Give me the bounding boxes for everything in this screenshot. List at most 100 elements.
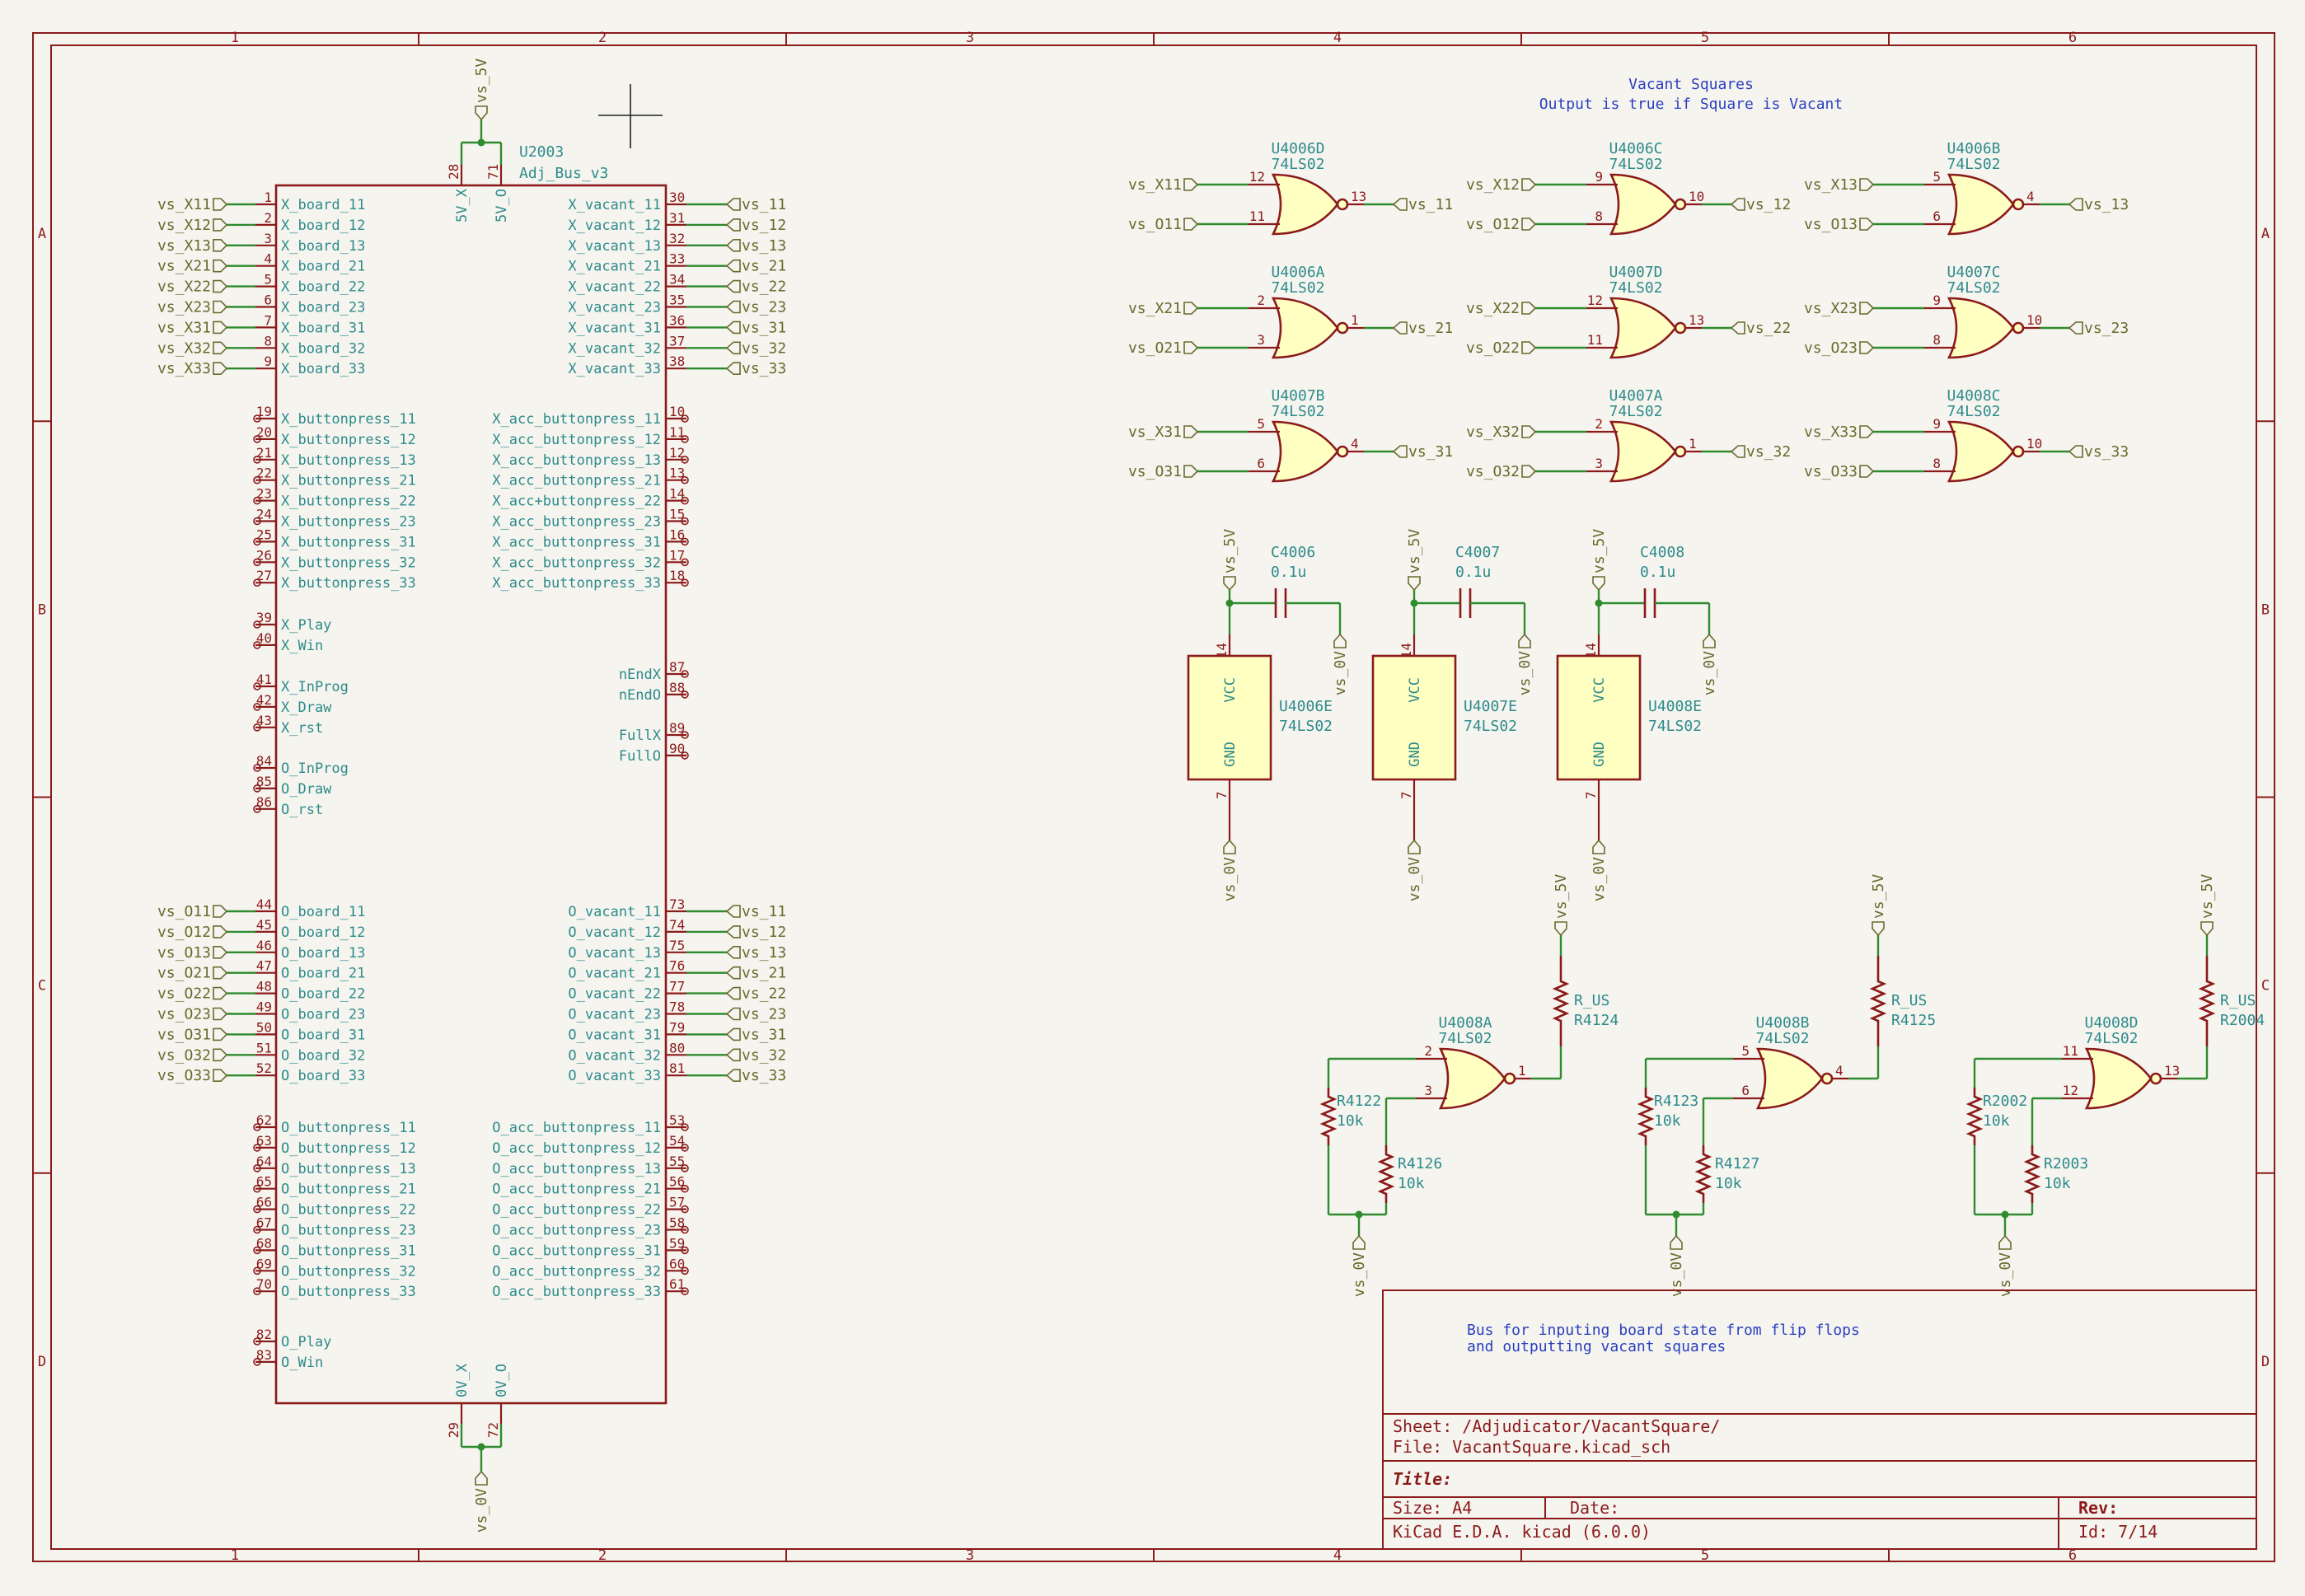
bus-pin-right[interactable]: 11X_acc_buttonpress_12 xyxy=(492,424,689,448)
bus-pin-right[interactable]: 16X_acc_buttonpress_31 xyxy=(492,527,689,550)
bus-pin-right[interactable]: 54O_acc_buttonpress_12 xyxy=(492,1133,689,1157)
power-unit-u4007e[interactable]: vs_5Vvs_0VC40070.1u14VCCGND7vs_0VU4007E7… xyxy=(1371,529,1534,902)
termination-u4008b[interactable]: 564U4008B74LS02vs_5VR_USR4125vs_0VR41231… xyxy=(1637,874,1936,1298)
termination-u4008a[interactable]: 231U4008A74LS02vs_5VR_USR4124vs_0VR41221… xyxy=(1319,874,1619,1298)
bus-pin-right[interactable]: 13X_acc_buttonpress_21 xyxy=(492,466,689,489)
bus-pin-right[interactable]: 18X_acc_buttonpress_33 xyxy=(492,568,689,592)
bus-pin-right[interactable]: 55O_acc_buttonpress_13 xyxy=(492,1154,689,1177)
bus-pin-right[interactable]: 56O_acc_buttonpress_21 xyxy=(492,1174,689,1198)
bus-pin-right[interactable]: 17X_acc_buttonpress_32 xyxy=(492,547,689,571)
bus-pin-right[interactable]: 58O_acc_buttonpress_23 xyxy=(492,1215,689,1239)
bus-pin-right[interactable]: 61O_acc_buttonpress_33 xyxy=(492,1276,689,1300)
power-unit-u4006e[interactable]: vs_5Vvs_0VC40060.1u14VCCGND7vs_0VU4006E7… xyxy=(1187,529,1349,902)
bus-pin-right[interactable]: 57O_acc_buttonpress_22 xyxy=(492,1195,689,1219)
bus-pin-right[interactable]: 59O_acc_buttonpress_31 xyxy=(492,1235,689,1259)
bus-pin-right[interactable]: 53O_acc_buttonpress_11 xyxy=(492,1112,689,1136)
power-unit-u4008e[interactable]: vs_5Vvs_0VC40080.1u14VCCGND7vs_0VU4008E7… xyxy=(1556,529,1718,902)
bus-pin-right[interactable]: 15X_acc_buttonpress_23 xyxy=(492,507,689,531)
bus-pin-right[interactable]: 60O_acc_buttonpress_32 xyxy=(492,1256,689,1280)
bus-pin-right[interactable]: 14X_acc+buttonpress_22 xyxy=(492,486,689,510)
bus-pin-right[interactable]: 10X_acc_buttonpress_11 xyxy=(492,404,689,428)
bus-pin-right[interactable]: 12X_acc_buttonpress_13 xyxy=(492,445,689,469)
termination-u4008d[interactable]: 111213U4008D74LS02vs_5VR_USR2004vs_0VR20… xyxy=(1965,874,2265,1298)
